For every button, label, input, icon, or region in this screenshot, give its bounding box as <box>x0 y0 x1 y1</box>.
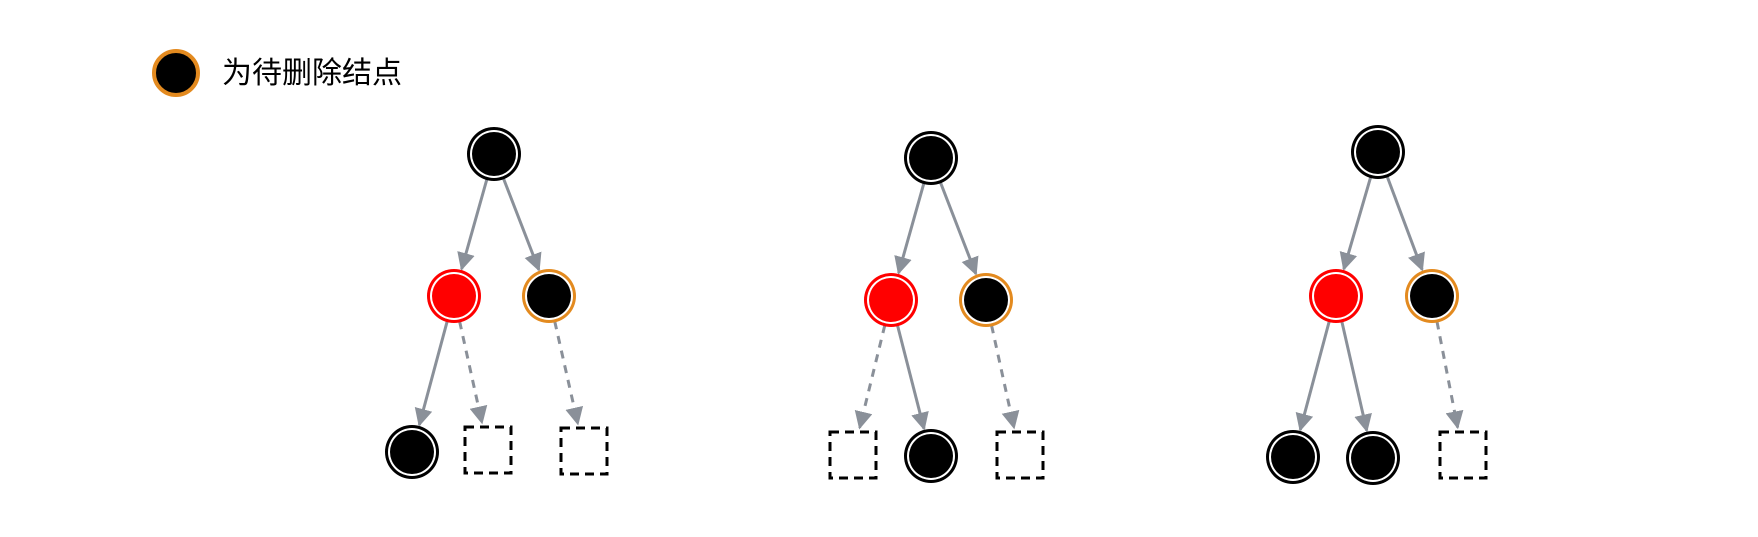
left-child-node <box>864 273 918 327</box>
edge-root-left <box>457 178 489 271</box>
legend-marker-icon <box>152 49 200 97</box>
node-to-delete <box>522 269 576 323</box>
left-child-node-fill <box>1314 274 1358 318</box>
null-leaf-placeholder <box>1438 430 1488 480</box>
edge-left-child-0 <box>414 320 449 427</box>
leaf-black-node-fill <box>1271 435 1315 479</box>
trees-layer <box>385 125 1488 485</box>
edge-left-child-0 <box>1295 320 1331 432</box>
left-child-node <box>1309 269 1363 323</box>
edge-right-child <box>1435 321 1464 430</box>
node-to-delete-fill <box>527 274 571 318</box>
left-child-node <box>427 269 481 323</box>
edge-root-left <box>1339 176 1373 271</box>
legend-label: 为待删除结点 <box>222 56 402 91</box>
root-node <box>467 127 521 181</box>
edge-left-child-0 <box>854 324 887 430</box>
null-leaf-placeholder <box>828 430 878 480</box>
tree-case-3 <box>1266 125 1488 485</box>
root-node-fill <box>472 132 516 176</box>
leaf-black-node-fill <box>1351 436 1395 480</box>
tree-case-2 <box>828 131 1045 483</box>
leaf-black-node <box>1266 430 1320 484</box>
node-to-delete <box>1405 269 1459 323</box>
edge-right-child <box>553 321 584 426</box>
edge-left-child-1 <box>896 324 929 431</box>
node-to-delete-fill <box>964 278 1008 322</box>
leaf-black-node-fill <box>909 434 953 478</box>
leaf-black-node <box>904 429 958 483</box>
null-leaf-placeholder <box>995 430 1045 480</box>
edge-root-right <box>938 181 979 276</box>
node-to-delete-fill <box>1410 274 1454 318</box>
legend: 为待删除结点 <box>152 49 402 97</box>
leaf-black-node-fill <box>390 430 434 474</box>
leaf-black-node <box>1346 431 1400 485</box>
edge-left-child-1 <box>458 321 488 425</box>
root-node <box>904 131 958 185</box>
tree-case-1 <box>385 127 609 479</box>
edge-left-child-1 <box>1340 321 1372 433</box>
edge-root-right <box>501 177 542 272</box>
null-leaf-placeholder <box>463 425 513 475</box>
null-leaf-placeholder <box>559 426 609 476</box>
left-child-node-fill <box>869 278 913 322</box>
left-child-node-fill <box>432 274 476 318</box>
node-to-delete <box>959 273 1013 327</box>
edge-root-left <box>894 182 926 275</box>
root-node <box>1351 125 1405 179</box>
root-node-fill <box>1356 130 1400 174</box>
root-node-fill <box>909 136 953 180</box>
leaf-black-node <box>385 425 439 479</box>
edge-root-right <box>1385 175 1425 272</box>
edge-right-child <box>990 325 1020 430</box>
